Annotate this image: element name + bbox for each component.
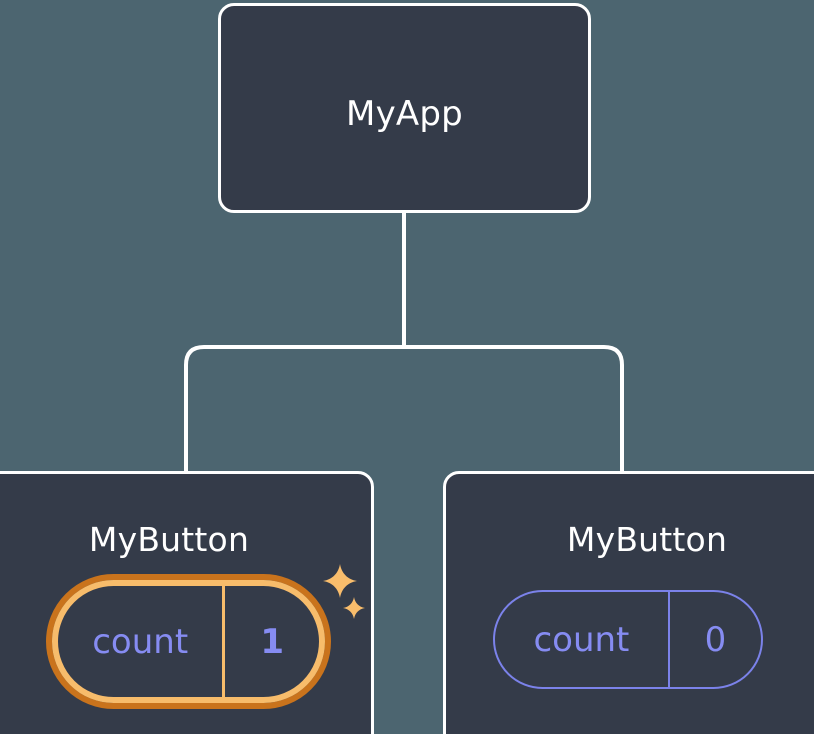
connector-branch-bus (184, 345, 624, 472)
sparkle-icon-small (343, 597, 365, 619)
state-pill-value-right: 0 (667, 592, 761, 687)
state-pill-count-right[interactable]: count 0 (493, 590, 763, 689)
state-pill-count-left[interactable]: count 1 (46, 574, 331, 709)
state-pill-value-left: 1 (222, 586, 319, 697)
node-myapp[interactable]: MyApp (218, 3, 591, 213)
state-pill-inner-ring: count 1 (52, 580, 325, 703)
state-pill-key-left: count (92, 621, 189, 662)
node-mybutton-left-title: MyButton (88, 520, 250, 559)
node-mybutton-right-title: MyButton (566, 520, 728, 559)
state-pill-key-right: count (533, 619, 630, 660)
sparkle-icon-large (323, 564, 357, 598)
node-mybutton-right[interactable]: MyButton (443, 471, 814, 734)
node-myapp-title: MyApp (346, 94, 463, 134)
